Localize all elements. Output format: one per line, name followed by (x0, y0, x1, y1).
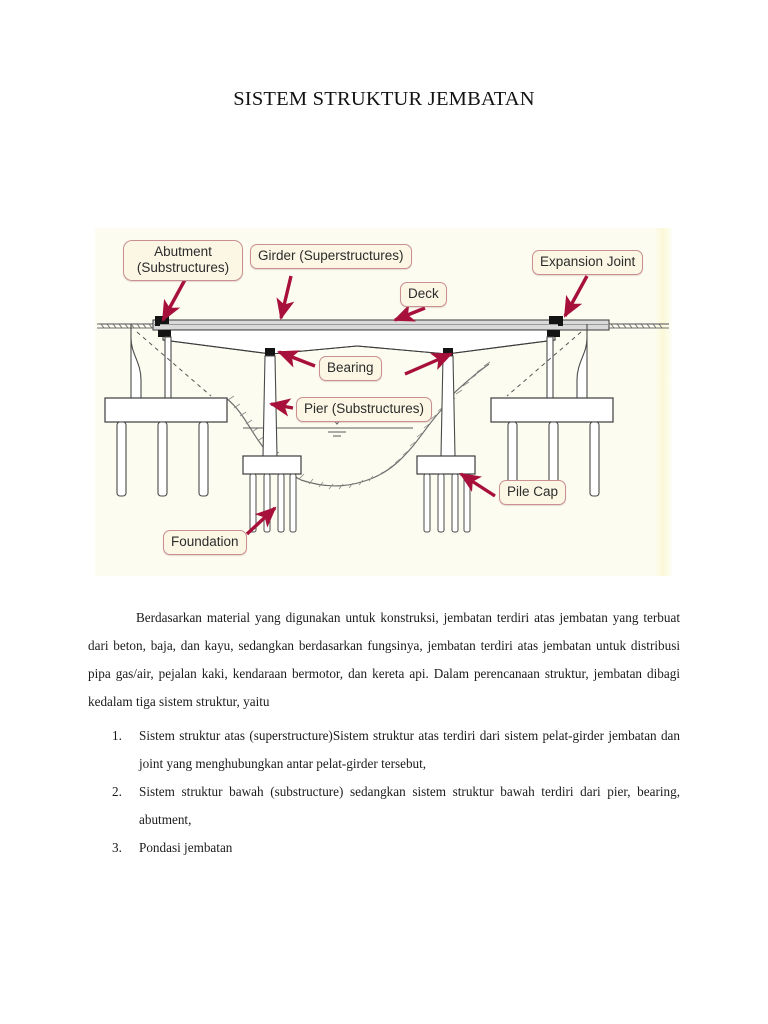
left-pile-cap (104, 397, 228, 423)
callout-abutment-line1: Abutment (154, 244, 212, 259)
arrow-bearing-left (277, 350, 316, 368)
callout-abutment-line2: (Substructures) (136, 260, 230, 275)
callout-girder: Girder (Superstructures) (250, 244, 412, 269)
list-item-marker: 1. (112, 728, 122, 743)
arrow-girder (276, 275, 295, 320)
callout-bearing: Bearing (319, 356, 382, 381)
bridge-deck (152, 319, 610, 331)
bridge-diagram-figure: Abutment (Substructures) Girder (Superst… (95, 228, 673, 576)
right-pile-cap (490, 397, 614, 423)
arrow-expansion-joint (563, 275, 589, 318)
right-pier (440, 355, 456, 457)
bridge-drawing (97, 275, 669, 536)
callout-arrows (161, 275, 589, 536)
callout-deck: Deck (400, 282, 447, 307)
figure-edge-band (655, 228, 673, 576)
arrow-abutment (161, 275, 189, 322)
body-paragraph: Berdasarkan material yang digunakan untu… (88, 604, 680, 716)
callout-pile-cap: Pile Cap (499, 480, 567, 505)
right-pier-pile-cap (416, 455, 476, 475)
body-paragraph-text: Berdasarkan material yang digunakan untu… (88, 610, 680, 709)
structure-system-list: 1. Sistem struktur atas (superstructure)… (112, 722, 680, 862)
left-pier-pile-cap (242, 455, 302, 475)
left-abutment-dashed (136, 331, 212, 397)
list-item: 2. Sistem struktur bawah (substructure) … (112, 778, 680, 834)
callout-foundation: Foundation (163, 530, 247, 555)
list-item-text: Sistem struktur bawah (substructure) sed… (139, 784, 680, 827)
arrow-bearing-right (404, 352, 453, 376)
right-abutment (546, 324, 588, 401)
arrow-pier (268, 398, 294, 417)
callout-abutment: Abutment (Substructures) (123, 240, 243, 281)
arrow-pile-cap (459, 472, 496, 498)
page-title: SISTEM STRUKTUR JEMBATAN (233, 88, 535, 110)
list-item-text: Pondasi jembatan (139, 840, 233, 855)
list-item: 3. Pondasi jembatan (112, 834, 680, 862)
callout-pier: Pier (Substructures) (296, 397, 433, 422)
right-abutment-dashed (506, 331, 582, 397)
right-approach-road (607, 323, 669, 329)
arrow-deck (393, 304, 426, 322)
list-item: 1. Sistem struktur atas (superstructure)… (112, 722, 680, 778)
callout-expansion-joint: Expansion Joint (532, 250, 644, 275)
left-approach-road (97, 323, 157, 329)
girder (162, 329, 556, 355)
arrow-foundation (245, 506, 277, 536)
list-item-text: Sistem struktur atas (superstructure)Sis… (139, 728, 680, 771)
list-item-marker: 2. (112, 784, 122, 799)
list-item-marker: 3. (112, 840, 122, 855)
right-pier-piles (423, 473, 471, 533)
left-foundation-piles (116, 421, 209, 497)
expansion-joint-marks (155, 316, 563, 326)
